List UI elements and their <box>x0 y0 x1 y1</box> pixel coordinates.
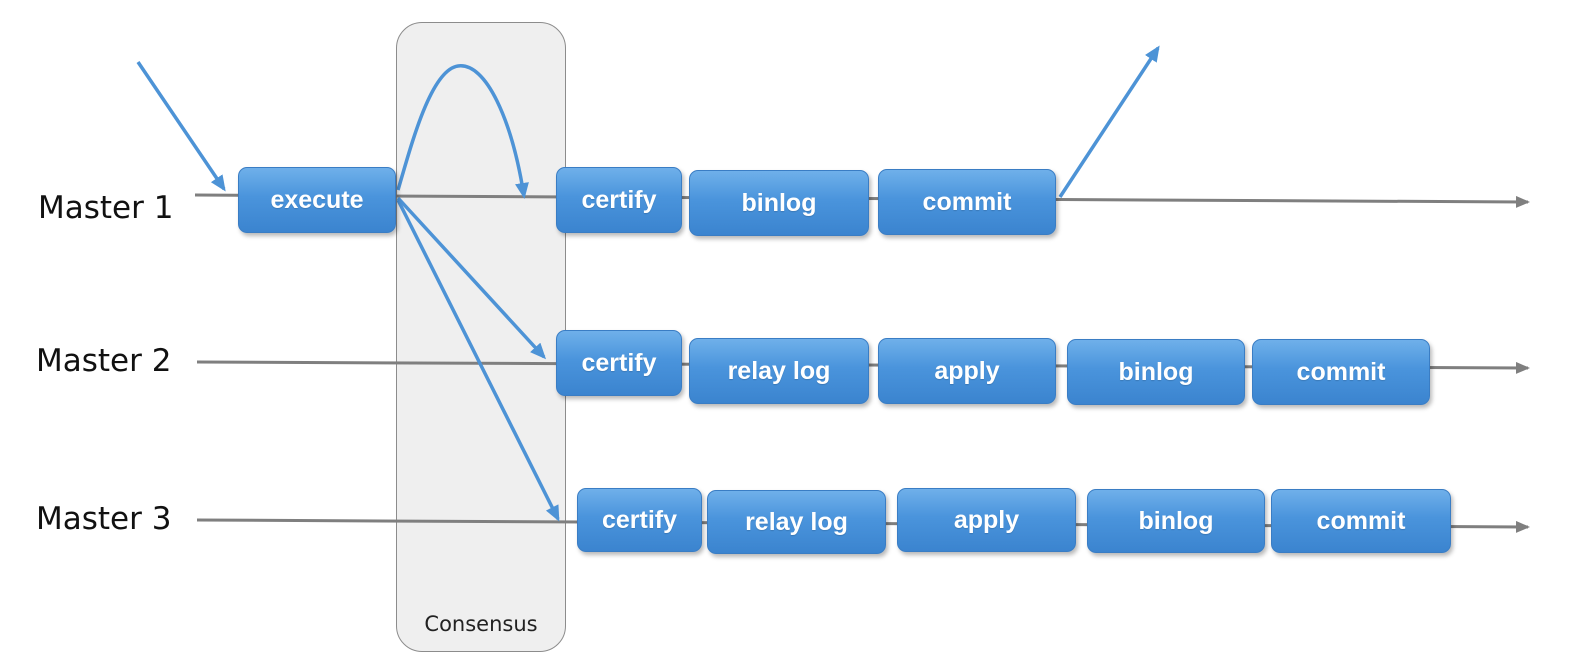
step-apply-master-3: apply <box>897 488 1076 552</box>
step-relay-log-master-2: relay log <box>689 338 869 404</box>
step-commit-master-3: commit <box>1271 489 1451 553</box>
consensus-label: Consensus <box>424 612 538 636</box>
step-relay-log-master-3: relay log <box>707 490 886 554</box>
step-binlog-master-2: binlog <box>1067 339 1245 405</box>
step-commit-master-2: commit <box>1252 339 1430 405</box>
step-execute: execute <box>238 167 396 233</box>
outgoing-arrow <box>1058 45 1160 198</box>
step-commit-master-1: commit <box>878 169 1056 235</box>
consensus-region <box>396 22 566 652</box>
row-label-master-3: Master 3 <box>36 501 172 537</box>
replicate-arrow-master-2 <box>396 196 547 360</box>
replicate-arrow-master-3 <box>396 199 560 522</box>
self-certify-arc <box>396 64 529 199</box>
step-binlog-master-3: binlog <box>1087 489 1265 553</box>
step-apply-master-2: apply <box>878 338 1056 404</box>
step-certify-master-2: certify <box>556 330 682 396</box>
step-certify-master-1: certify <box>556 167 682 233</box>
step-certify-master-3: certify <box>577 488 702 552</box>
step-binlog-master-1: binlog <box>689 170 869 236</box>
row-label-master-1: Master 1 <box>38 190 174 226</box>
incoming-arrow <box>136 61 226 192</box>
row-label-master-2: Master 2 <box>36 343 172 379</box>
